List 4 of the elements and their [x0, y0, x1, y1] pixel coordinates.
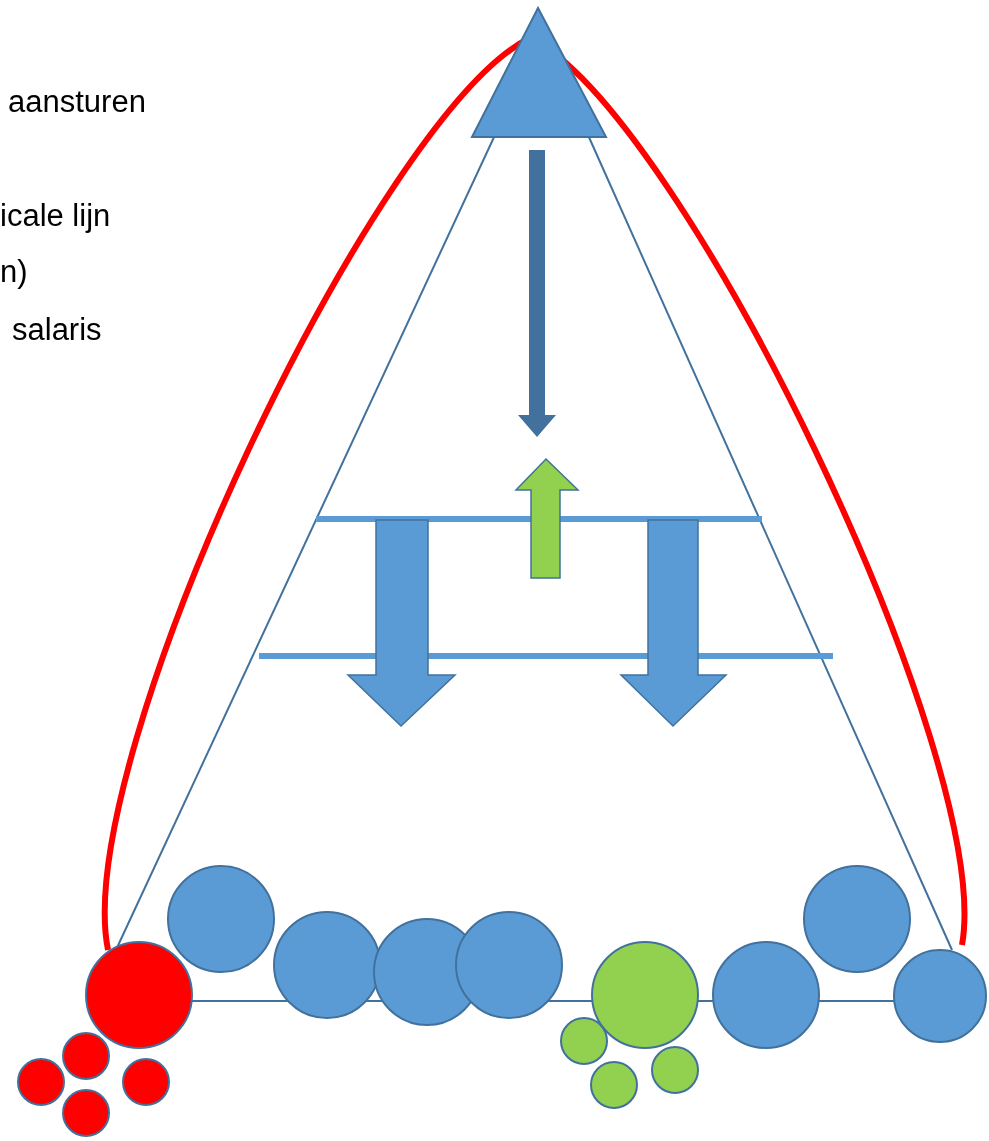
label-text: n) — [0, 256, 28, 287]
label-text: salaris — [12, 314, 102, 345]
label-text: aansturen — [8, 86, 146, 117]
label-text: icale lijn — [0, 200, 111, 231]
